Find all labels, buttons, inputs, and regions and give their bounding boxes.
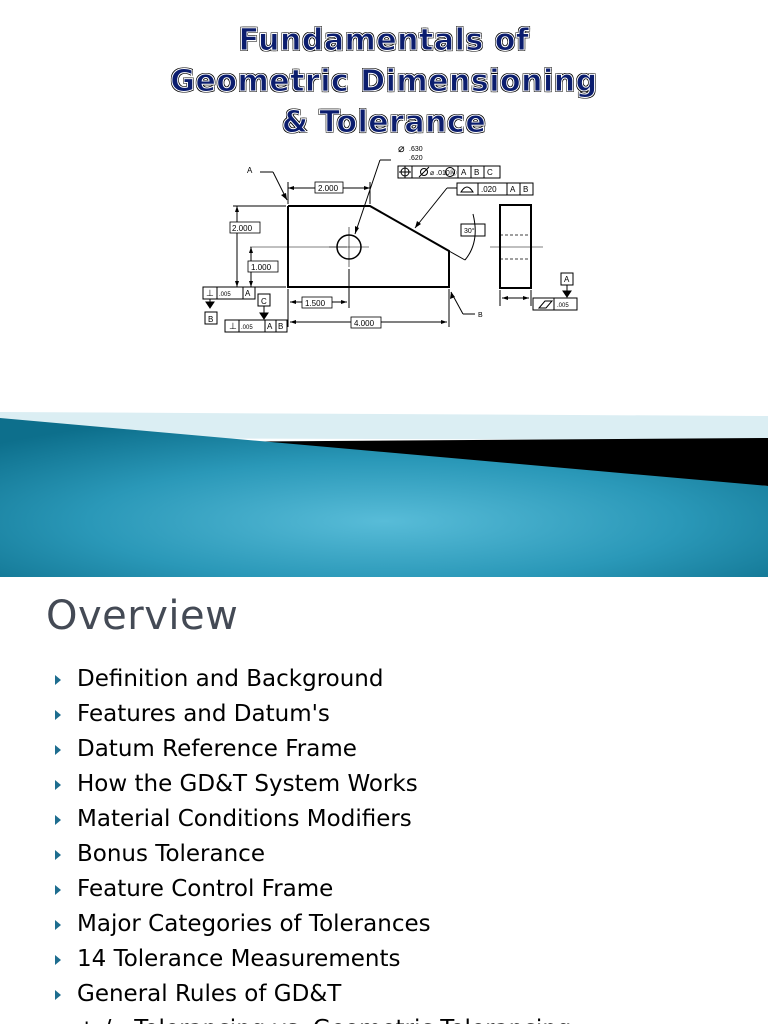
- fcf-bottom-perp-a: A: [267, 322, 273, 331]
- overview-slide: Overview Definition and Background Featu…: [0, 577, 768, 1024]
- dim-left-label: 2.000: [232, 224, 253, 233]
- fcf-position-b: B: [474, 168, 479, 177]
- bullet-item: Features and Datum's: [55, 696, 571, 731]
- bullet-arrow-icon: [55, 709, 61, 720]
- bullet-item: Feature Control Frame: [55, 871, 571, 906]
- datum-box-b: B: [208, 315, 213, 324]
- bullet-text: General Rules of GD&T: [77, 980, 342, 1007]
- datum-b-label: B: [478, 312, 483, 319]
- overview-title: Overview: [46, 593, 239, 639]
- bullet-arrow-icon: [55, 849, 61, 860]
- fcf-profile-a: A: [510, 185, 516, 194]
- part-outline: [287, 205, 450, 288]
- bullet-arrow-icon: [55, 884, 61, 895]
- bullet-item: 14 Tolerance Measurements: [55, 941, 571, 976]
- bullet-arrow-icon: [55, 779, 61, 790]
- fcf-profile-tol: .020: [481, 185, 497, 194]
- bullet-item: + / - Tolerancing vs. Geometric Toleranc…: [55, 1011, 571, 1024]
- fcf-position-tol: ⌀ .010Ⓜ: [430, 169, 457, 177]
- bullet-item: Datum Reference Frame: [55, 731, 571, 766]
- datum-a-label: A: [247, 166, 253, 175]
- bullet-text: Material Conditions Modifiers: [77, 805, 412, 832]
- bullet-text: Feature Control Frame: [77, 875, 334, 902]
- fcf-bottom-perp-tol: .005: [241, 325, 253, 331]
- bullet-text: Datum Reference Frame: [77, 735, 357, 762]
- bullet-item: How the GD&T System Works: [55, 766, 571, 801]
- hole-lower-limit: .620: [409, 155, 423, 162]
- fcf-position-c: C: [487, 168, 493, 177]
- bullet-arrow-icon: [55, 954, 61, 965]
- teal-banner: [0, 412, 768, 577]
- fcf-left-perp-a: A: [245, 289, 251, 298]
- bullet-arrow-icon: [55, 674, 61, 685]
- fcf-position-a: A: [461, 168, 467, 177]
- title-line-1: Fundamentals of: [238, 23, 530, 59]
- dim-hole-x-label: 1.500: [305, 299, 326, 308]
- hole-upper-limit: .630: [409, 146, 423, 153]
- dim-top-label: 2.000: [318, 184, 339, 193]
- title-line-2: Geometric Dimensioning: [170, 64, 598, 100]
- bullet-item: General Rules of GD&T: [55, 976, 571, 1011]
- angle-label: 30°: [464, 227, 475, 235]
- bullet-text: 14 Tolerance Measurements: [77, 945, 401, 972]
- datum-box-c: C: [261, 297, 267, 306]
- side-view: [499, 204, 532, 289]
- fcf-bottom-perp-b: B: [278, 322, 283, 331]
- bullet-text: Major Categories of Tolerances: [77, 910, 431, 937]
- title-line-3: & Tolerance: [281, 105, 487, 141]
- svg-text:⊥: ⊥: [229, 321, 237, 331]
- slide-title: Fundamentals of Geometric Dimensioning &…: [0, 20, 768, 143]
- bullet-item: Definition and Background: [55, 661, 571, 696]
- bullet-arrow-icon: [55, 744, 61, 755]
- bullet-item: Major Categories of Tolerances: [55, 906, 571, 941]
- bullet-text: How the GD&T System Works: [77, 770, 418, 797]
- bullet-text: Bonus Tolerance: [77, 840, 265, 867]
- bullet-text: + / - Tolerancing vs. Geometric Toleranc…: [77, 1016, 571, 1024]
- dim-width-label: 4.000: [354, 319, 375, 328]
- bullet-text: Definition and Background: [77, 665, 384, 692]
- fcf-profile-b: B: [523, 185, 528, 194]
- datum-box-a: A: [564, 275, 570, 284]
- bullet-item: Bonus Tolerance: [55, 836, 571, 871]
- title-slide: Fundamentals of Geometric Dimensioning &…: [0, 20, 768, 577]
- svg-text:⊥: ⊥: [206, 288, 214, 298]
- bullet-arrow-icon: [55, 989, 61, 1000]
- bullet-arrow-icon: [55, 919, 61, 930]
- diameter-symbol: ⌀: [398, 143, 405, 155]
- gdt-technical-drawing: A 2.000 2.000 1.000 1.500 4.000 ⌀ .630 .…: [202, 143, 578, 333]
- bullet-item: Material Conditions Modifiers: [55, 801, 571, 836]
- fcf-flatness-tol: .005: [557, 303, 569, 309]
- dim-hole-height-label: 1.000: [251, 263, 272, 272]
- bullet-arrow-icon: [55, 814, 61, 825]
- overview-bullet-list: Definition and Background Features and D…: [55, 661, 571, 1024]
- fcf-left-perp-tol: .005: [219, 292, 231, 298]
- bullet-text: Features and Datum's: [77, 700, 330, 727]
